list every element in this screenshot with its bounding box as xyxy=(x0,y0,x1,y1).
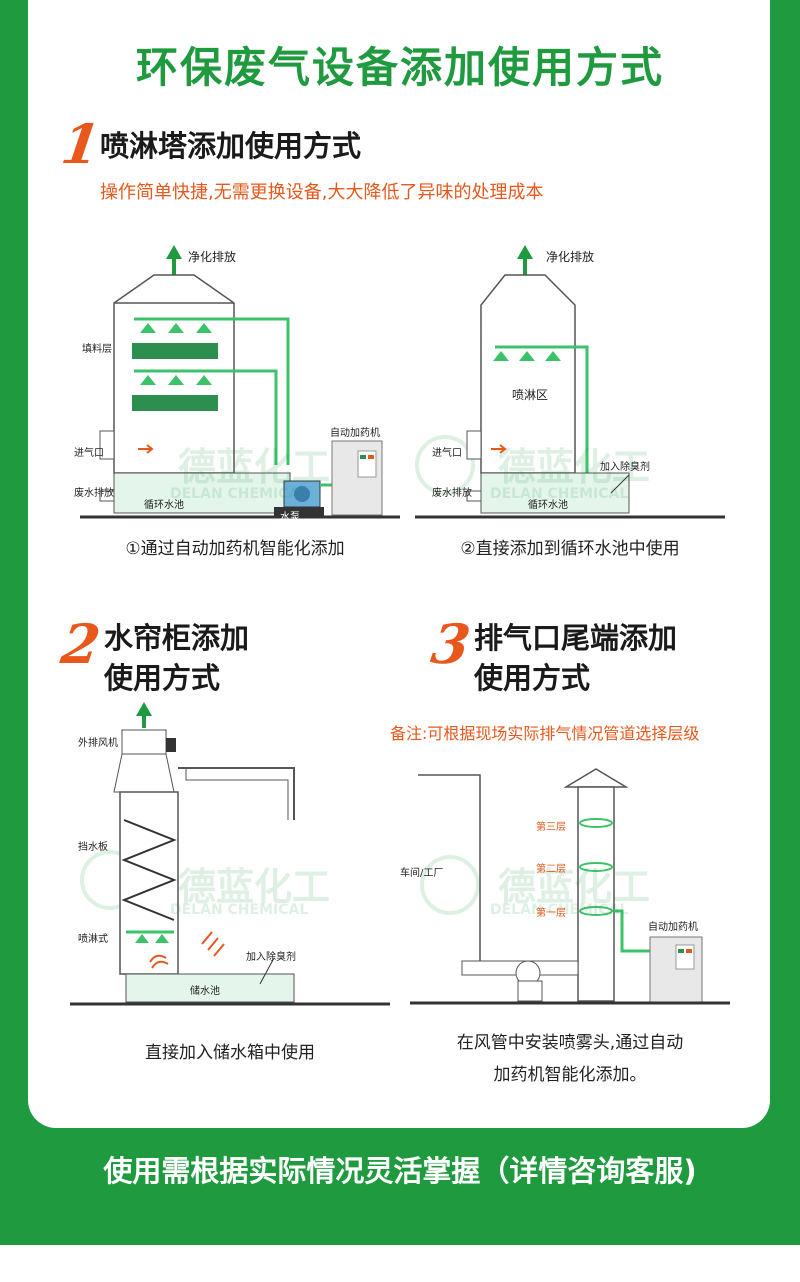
watermark-cn-d: 德蓝化工 xyxy=(498,865,651,909)
label-packing: 填料层 xyxy=(82,344,112,355)
footer-note: 使用需根据实际情况灵活掌握（详情咨询客服) xyxy=(103,1154,697,1188)
label-exhaust-a: 净化排放 xyxy=(188,250,237,264)
exhaust-outlet-diagram xyxy=(410,768,730,1005)
watermark-en-b: DELAN CHEMICAL xyxy=(490,486,629,502)
section3-title-line1: 排气口尾端添加 xyxy=(474,621,678,655)
label-tank: 储水池 xyxy=(190,986,220,997)
watermark-cn-c: 德蓝化工 xyxy=(178,865,331,909)
section2-title-line1: 水帘柜添加 xyxy=(104,621,250,655)
spray-tower-doser-diagram xyxy=(80,245,400,519)
label-layer2: 第二层 xyxy=(536,864,566,875)
section1-subtitle: 操作简单快捷,无需更换设备,大大降低了异味的处理成本 xyxy=(100,182,544,203)
label-fan: 外排风机 xyxy=(78,738,118,749)
watermark-cn-b: 德蓝化工 xyxy=(498,445,651,489)
label-doser-d: 自动加药机 xyxy=(648,922,698,933)
section3-note: 备注:可根据现场实际排气情况管道选择层级 xyxy=(390,724,700,743)
label-additive-b: 加入除臭剂 xyxy=(600,462,650,473)
label-baffle: 挡水板 xyxy=(78,842,108,853)
section1-title: 喷淋塔添加使用方式 xyxy=(100,129,362,163)
label-doser-a: 自动加药机 xyxy=(330,428,380,439)
label-exhaust-b: 净化排放 xyxy=(546,250,595,264)
page-title: 环保废气设备添加使用方式 xyxy=(135,43,664,92)
section3-title-line2: 使用方式 xyxy=(474,661,591,695)
watermark-cn-a: 德蓝化工 xyxy=(178,445,331,489)
caption-d-line1: 在风管中安装喷雾头,通过自动 xyxy=(456,1033,684,1053)
water-curtain-diagram xyxy=(70,702,390,1006)
caption-b: ②直接添加到循环水池中使用 xyxy=(460,539,680,559)
label-drain-b: 废水排放 xyxy=(432,488,472,499)
watermark-en-d: DELAN CHEMICAL xyxy=(490,902,629,918)
watermark-en-c: DELAN CHEMICAL xyxy=(170,902,309,918)
label-inlet-a: 进气口 xyxy=(74,448,104,459)
label-layer1: 第一层 xyxy=(536,908,566,919)
label-additive-c: 加入除臭剂 xyxy=(246,952,296,963)
caption-c: 直接加入储水箱中使用 xyxy=(145,1043,315,1063)
label-workshop: 车间/工厂 xyxy=(400,868,444,879)
watermark-en-a: DELAN CHEMICAL xyxy=(170,486,309,502)
label-drain-a: 废水排放 xyxy=(74,488,114,499)
label-pool-a: 循环水池 xyxy=(144,500,184,511)
caption-d-line2: 加药机智能化添加。 xyxy=(493,1065,647,1085)
label-pump: 水泵 xyxy=(280,512,300,523)
label-inlet-b: 进气口 xyxy=(432,448,462,459)
spray-tower-pool-diagram xyxy=(415,245,725,519)
label-layer3: 第三层 xyxy=(536,822,566,833)
section2-title-line2: 使用方式 xyxy=(104,661,221,695)
caption-a: ①通过自动加药机智能化添加 xyxy=(125,539,345,559)
label-spray: 喷淋式 xyxy=(78,934,108,945)
label-spray-zone: 喷淋区 xyxy=(512,388,549,402)
label-pool-b: 循环水池 xyxy=(528,500,568,511)
